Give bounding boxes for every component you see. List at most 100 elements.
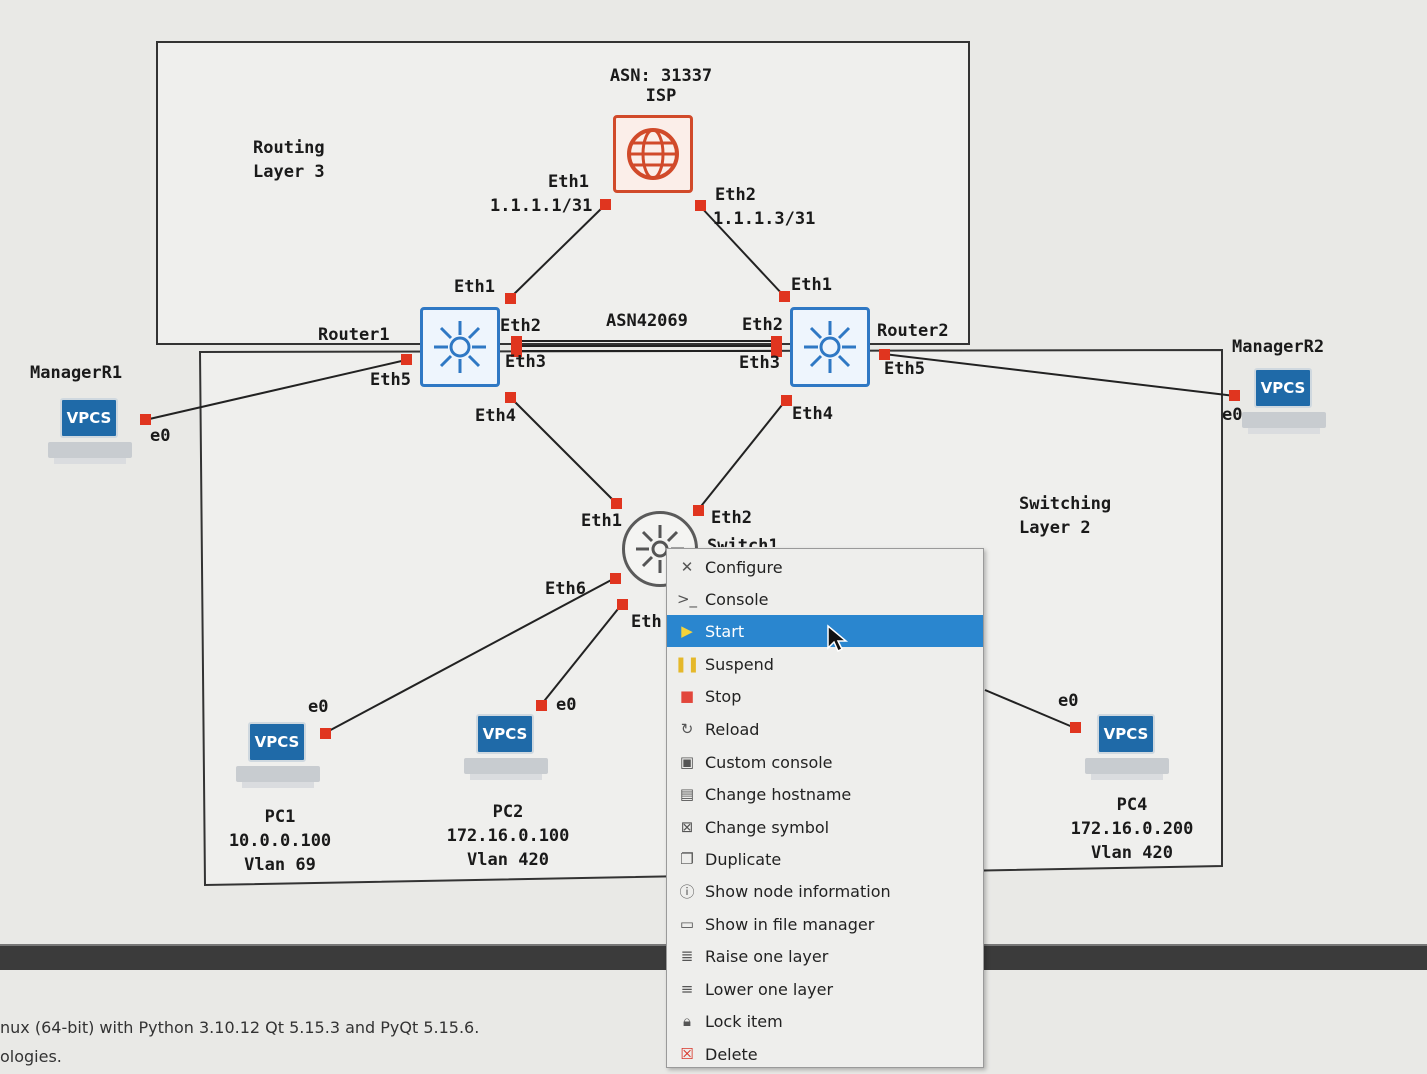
r1-eth1-port[interactable] — [505, 293, 516, 304]
switching-note-line1: Switching — [1019, 494, 1112, 514]
routing-note: Routing Layer 3 — [253, 136, 325, 184]
link-isp-r2[interactable] — [699, 205, 785, 297]
pc4-ip: 172.16.0.200 — [1070, 819, 1194, 839]
r1-eth4-port[interactable] — [505, 392, 516, 403]
sw-eth2-label: Eth2 — [711, 508, 752, 528]
menu-item-console[interactable]: >_ Console — [676, 589, 769, 609]
r1-eth3-label: Eth3 — [505, 352, 546, 372]
vpcs-icon: VPCS — [60, 398, 118, 438]
mouse-pointer-icon — [827, 624, 849, 653]
menu-item-stop[interactable]: ■ Stop — [667, 680, 983, 712]
link-switch-pc2[interactable] — [540, 603, 623, 706]
managerr2-node[interactable]: VPCS — [1242, 368, 1332, 438]
isp-node[interactable] — [613, 115, 693, 193]
routing-note-line1: Routing — [253, 138, 325, 158]
vpcs-foot — [54, 458, 126, 464]
play-icon: ▶ — [681, 622, 693, 640]
r2-eth4-label: Eth4 — [792, 404, 833, 424]
sw-eth-partial-port[interactable] — [617, 599, 628, 610]
vpcs-base — [1242, 412, 1326, 428]
link-r2-switch[interactable] — [697, 399, 787, 511]
vpcs-base — [48, 442, 132, 458]
switch-icon — [636, 525, 684, 573]
r2-eth1-port[interactable] — [779, 291, 790, 302]
custom-console-icon: ▣ — [679, 753, 695, 771]
menu-item-reload[interactable]: ↻ Reload — [667, 713, 983, 745]
link-r2-managerr2[interactable] — [883, 353, 1236, 397]
menu-item-custom-console[interactable]: ▣ Custom console — [667, 746, 983, 778]
vpcs-icon: VPCS — [476, 714, 534, 754]
r1-eth1-label: Eth1 — [454, 277, 495, 297]
console-copyright-line: ologies. — [0, 1047, 62, 1066]
routing-zone-rect[interactable] — [156, 41, 970, 345]
pc4-node[interactable]: VPCS — [1085, 714, 1175, 784]
link-r1-switch[interactable] — [509, 396, 617, 504]
link-r1-managerr1[interactable] — [144, 359, 407, 421]
r2-eth2-port[interactable] — [771, 336, 782, 347]
router-icon — [434, 321, 486, 373]
menu-item-configure[interactable]: ✕ Configure — [667, 551, 983, 583]
menu-item-lower-one-layer[interactable]: ≡ Lower one layer — [667, 973, 983, 1005]
menu-item-suspend[interactable]: ❚❚ Suspend — [674, 654, 774, 674]
pc1-node[interactable]: VPCS — [236, 722, 326, 792]
lock-icon: 🔒︎ — [683, 1012, 691, 1030]
console-version-line: nux (64-bit) with Python 3.10.12 Qt 5.15… — [0, 1018, 480, 1037]
menu-item-change-symbol[interactable]: ⊠ Change symbol — [667, 811, 983, 843]
vpcs-base — [236, 766, 320, 782]
sw-eth1-label: Eth1 — [581, 511, 622, 531]
pc1-name: PC1 — [264, 807, 296, 827]
pc4-label: PC4 172.16.0.200 Vlan 420 — [1071, 793, 1194, 865]
pc4-e0-port[interactable] — [1070, 722, 1081, 733]
pc2-node[interactable]: VPCS — [464, 714, 554, 784]
sw-eth6-port[interactable] — [610, 573, 621, 584]
pc4-e0-label: e0 — [1058, 691, 1079, 711]
mr1-e0-port[interactable] — [140, 414, 151, 425]
menu-item-start[interactable]: ▶ Start — [667, 615, 983, 647]
isp-eth2-port[interactable] — [695, 200, 706, 211]
r1-eth5-port[interactable] — [401, 354, 412, 365]
link-switch-pc4[interactable] — [984, 689, 1076, 729]
mr1-e0-label: e0 — [150, 426, 171, 446]
vpcs-base — [1085, 758, 1169, 774]
router1-node[interactable] — [420, 307, 500, 387]
link-isp-r1[interactable] — [509, 204, 606, 299]
pc4-name: PC4 — [1116, 795, 1148, 815]
menu-item-delete[interactable]: ☒ Delete — [667, 1038, 983, 1070]
sw-eth2-port[interactable] — [693, 505, 704, 516]
info-icon: ⓘ — [679, 882, 695, 901]
router-icon — [804, 321, 856, 373]
r1-eth3-port[interactable] — [511, 346, 522, 357]
pc2-e0-port[interactable] — [536, 700, 547, 711]
menu-item-lock-item[interactable]: 🔒︎ Lock item — [667, 1005, 983, 1037]
switching-note-line2: Layer 2 — [1019, 518, 1091, 538]
node-context-menu[interactable]: ✕ Configure >_ Console ▶ Start ❚❚ Suspen… — [666, 548, 984, 1068]
terminal-icon: >_ — [676, 590, 698, 608]
menu-item-raise-one-layer[interactable]: ≣ Raise one layer — [667, 940, 983, 972]
r1-eth2-port[interactable] — [511, 336, 522, 347]
menu-item-show-node-information[interactable]: ⓘ Show node information — [667, 875, 983, 907]
duplicate-icon: ❐ — [680, 850, 694, 868]
menu-item-show-in-file-manager[interactable]: ▭ Show in file manager — [667, 908, 983, 940]
mr2-e0-port[interactable] — [1229, 390, 1240, 401]
r2-eth3-port[interactable] — [771, 346, 782, 357]
r2-eth4-port[interactable] — [781, 395, 792, 406]
isp-name-label: ISP — [645, 86, 677, 106]
isp-eth2-ip-label: 1.1.1.3/31 — [713, 209, 816, 229]
menu-item-change-hostname[interactable]: ▤ Change hostname — [667, 778, 983, 810]
pc1-vlan: Vlan 69 — [244, 855, 316, 875]
globe-icon — [627, 128, 679, 180]
isp-eth2-label: Eth2 — [715, 185, 756, 205]
router2-label: Router2 — [877, 321, 949, 341]
sw-eth1-port[interactable] — [611, 498, 622, 509]
r2-eth5-port[interactable] — [879, 349, 890, 360]
wrench-icon: ✕ — [680, 558, 694, 576]
link-switch-pc1[interactable] — [324, 577, 616, 734]
router2-node[interactable] — [790, 307, 870, 387]
vpcs-foot — [242, 782, 314, 788]
vpcs-foot — [1248, 428, 1320, 434]
menu-item-duplicate[interactable]: ❐ Duplicate — [667, 843, 983, 875]
managerr1-node[interactable]: VPCS — [48, 398, 138, 468]
r2-eth3-label: Eth3 — [739, 353, 780, 373]
isp-eth1-port[interactable] — [600, 199, 611, 210]
pc1-e0-port[interactable] — [320, 728, 331, 739]
